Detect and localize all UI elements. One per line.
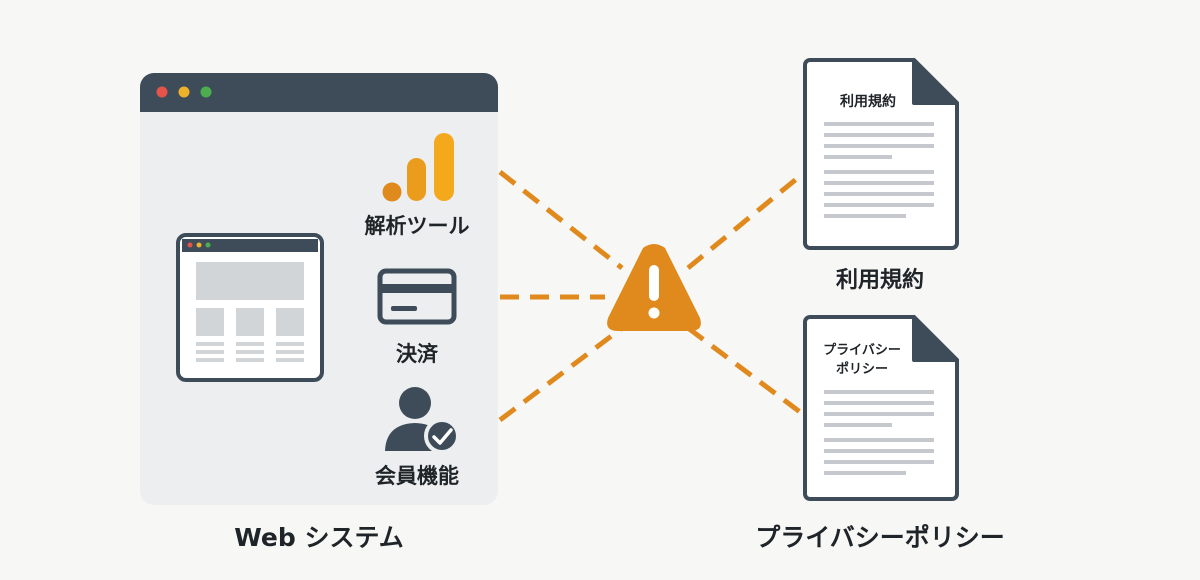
privacy-policy-title: プライバシーポリシー [755, 523, 1005, 552]
web-system-title: Web システム [234, 523, 404, 552]
window-titlebar [140, 73, 498, 112]
web-system-window [140, 73, 498, 505]
window-maximize-dot [200, 86, 212, 98]
terms-document-title: 利用規約 [835, 268, 925, 293]
terms-document-icon [803, 58, 959, 250]
privacy-document-icon [803, 315, 959, 501]
window-minimize-dot [178, 86, 190, 98]
user-check-icon [385, 387, 460, 454]
window-close-dot [156, 86, 168, 98]
feature-label-membership: 会員機能 [375, 464, 459, 488]
credit-card-icon [377, 268, 457, 325]
bar-chart-icon [382, 133, 454, 202]
connector-analytics-warning [498, 170, 624, 270]
terms-document-inner-title: 利用規約 [840, 94, 896, 110]
connector-lines [498, 170, 802, 422]
privacy-document-inner-title-line1: プライバシー [823, 343, 901, 358]
connector-member-warning [498, 326, 624, 422]
privacy-document-inner-title-line2: ポリシー [835, 362, 889, 377]
feature-label-payment: 決済 [396, 342, 438, 366]
webpage-thumbnail-icon [176, 233, 324, 382]
feature-label-analytics: 解析ツール [364, 214, 470, 238]
connector-warning-privacy [686, 326, 802, 414]
warning-triangle-icon [607, 244, 701, 331]
connector-warning-terms [686, 174, 802, 270]
